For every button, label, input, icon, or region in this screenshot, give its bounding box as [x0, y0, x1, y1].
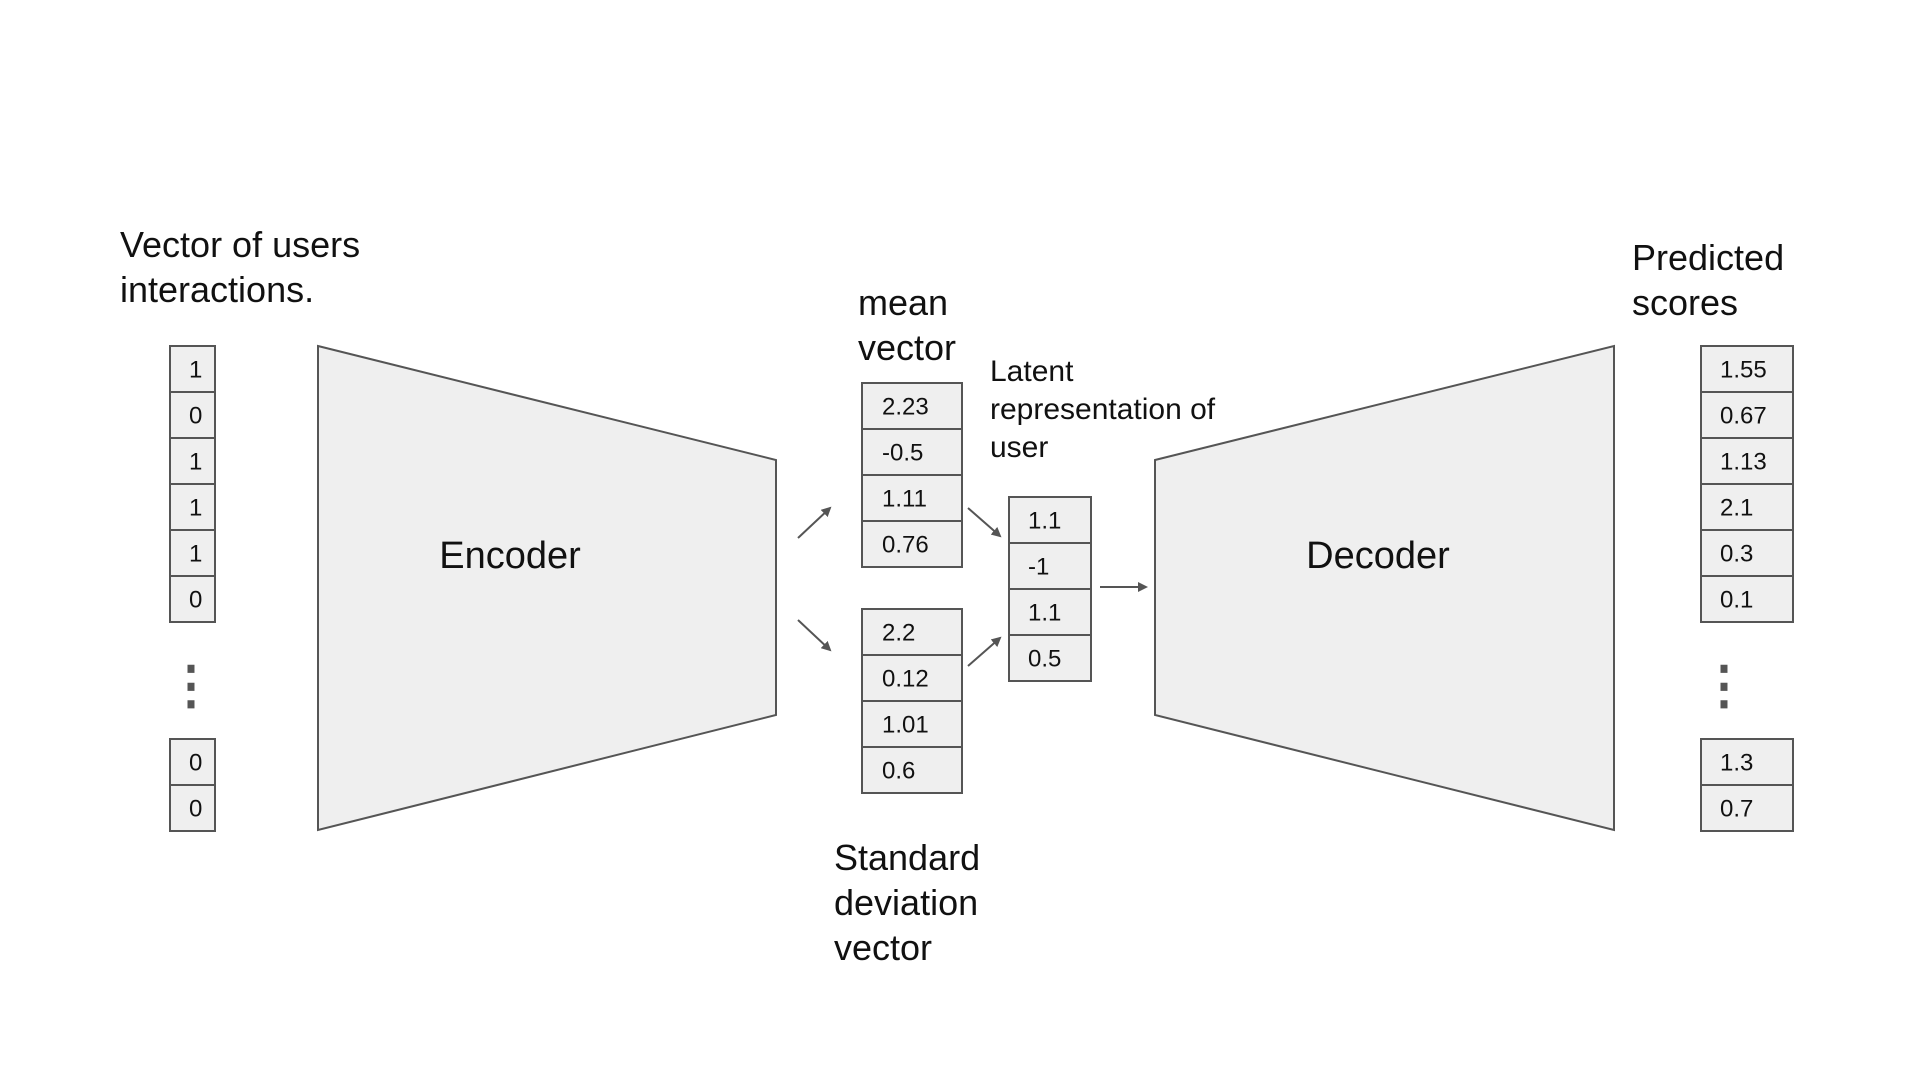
input-vector-value: 1	[189, 449, 202, 476]
latent-vector-value: 0.5	[1028, 646, 1061, 673]
output-ellipsis: ⋮	[1698, 657, 1750, 715]
input-vector-value: 1	[189, 495, 202, 522]
output-vector-value: 1.3	[1720, 750, 1753, 777]
latent-vector-value: -1	[1028, 554, 1049, 581]
input-vector-cell	[169, 345, 216, 393]
output-vector-cell	[1700, 437, 1794, 485]
std-vector-title-line: Standard	[834, 837, 981, 878]
output-vector-value: 2.1	[1720, 495, 1753, 522]
mean-vector-value: -0.5	[882, 440, 923, 467]
std-vector-value: 0.12	[882, 666, 929, 693]
latent-vector-value: 1.1	[1028, 600, 1061, 627]
mean-vector-cell	[861, 382, 963, 430]
input-vector-value: 0	[189, 403, 202, 430]
mean-vector-value: 2.23	[882, 394, 929, 421]
output-vector-value: 1.13	[1720, 449, 1767, 476]
output-vector-title: Predicted scores	[1632, 235, 1784, 325]
output-vector-cell	[1700, 529, 1794, 577]
output-vector-cell	[1700, 483, 1794, 531]
input-vector-cell	[169, 784, 216, 832]
latent-vector-title-line: representation of	[990, 393, 1216, 426]
input-vector-cell	[169, 483, 216, 531]
output-vector-value: 0.3	[1720, 541, 1753, 568]
input-ellipsis: ⋮	[165, 657, 217, 715]
latent-vector-title-line: Latent	[990, 355, 1074, 388]
input-vector-bottom: 00	[169, 738, 216, 832]
input-vector-cell	[169, 575, 216, 623]
std-vector-cells: 2.2 0.12 1.01 0.6	[861, 608, 963, 794]
std-vector-value: 2.2	[882, 620, 915, 647]
std-vector-title: Standard deviation vector	[834, 835, 980, 970]
input-vector-value: 0	[189, 796, 202, 823]
std-vector-cell	[861, 746, 963, 794]
input-vector-value: 0	[189, 750, 202, 777]
std-vector-title-line: deviation	[834, 882, 979, 923]
latent-vector-value: 1.1	[1028, 508, 1061, 535]
latent-vector-title-line: user	[990, 431, 1049, 464]
input-vector-cell	[169, 437, 216, 485]
output-vector-title-line: scores	[1632, 282, 1739, 323]
output-vector-value: 0.7	[1720, 796, 1753, 823]
output-vector-value: 1.55	[1720, 357, 1767, 384]
output-vector-cell	[1700, 575, 1794, 623]
mean-vector-title-line: vector	[858, 327, 957, 368]
latent-vector-cell	[1008, 634, 1092, 682]
mean-vector-cells: 2.23 -0.5 1.11 0.76	[861, 382, 963, 568]
input-vector-value: 1	[189, 541, 202, 568]
output-vector-top: 1.55 0.67 1.13 2.1 0.3 0.1	[1700, 345, 1794, 623]
latent-vector-cell	[1008, 588, 1092, 636]
mean-vector-value: 1.11	[882, 486, 927, 513]
decoder-label: Decoder	[1306, 535, 1450, 577]
output-vector-title-line: Predicted	[1632, 237, 1785, 278]
arrow-encoder-to-std	[797, 619, 832, 652]
std-vector-title-line: vector	[834, 927, 933, 968]
arrow-encoder-to-mean	[797, 506, 832, 539]
input-vector-value: 0	[189, 587, 202, 614]
encoder-block	[317, 344, 777, 832]
encoder-label: Encoder	[439, 535, 581, 577]
mean-vector-title-line: mean	[858, 282, 949, 323]
latent-vector-cell	[1008, 542, 1092, 590]
std-vector-value: 1.01	[882, 712, 929, 739]
input-vector-title-line: interactions.	[120, 269, 315, 310]
arrow-mean-to-latent	[967, 507, 1002, 538]
output-vector-value: 0.67	[1720, 403, 1767, 430]
output-vector-bottom: 1.3 0.7	[1700, 738, 1794, 832]
mean-vector-cell	[861, 520, 963, 568]
mean-vector-value: 0.76	[882, 532, 929, 559]
mean-vector-title: mean vector	[858, 280, 956, 370]
input-vector-title: Vector of users interactions.	[120, 222, 360, 312]
arrow-std-to-latent	[967, 636, 1002, 667]
input-vector-value: 1	[189, 357, 202, 384]
output-vector-cell	[1700, 784, 1794, 832]
output-vector-value: 0.1	[1720, 587, 1753, 614]
latent-vector-cells: 1.1 -1 1.1 0.5	[1008, 496, 1092, 682]
input-vector-top: 1 0 1 1 1 0	[169, 345, 216, 623]
std-vector-cell	[861, 654, 963, 702]
latent-vector-title: Latent representation of user	[990, 353, 1215, 467]
std-vector-value: 0.6	[882, 758, 915, 785]
input-vector-title-line: Vector of users	[120, 224, 361, 265]
decoder-block	[1154, 344, 1615, 832]
std-vector-cell	[861, 700, 963, 748]
